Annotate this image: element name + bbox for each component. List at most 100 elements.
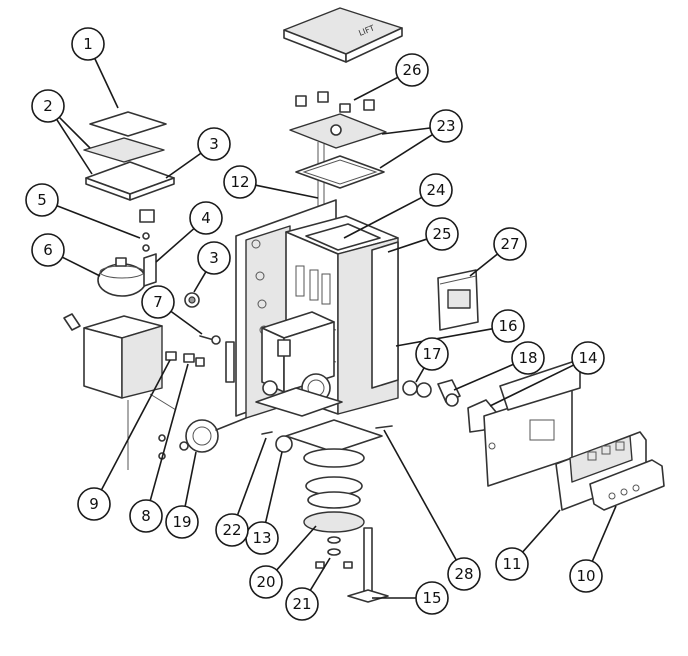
leader-line-12: [255, 184, 319, 199]
callout-number-9: 9: [89, 495, 99, 513]
leader-line-2-2: [56, 118, 93, 175]
callout-number-6: 6: [43, 241, 53, 259]
leader-line-20: [276, 525, 317, 571]
callout-circle-24: [419, 173, 453, 207]
callout-number-7: 7: [153, 293, 163, 311]
callout-number-8: 8: [141, 507, 151, 525]
fitting-5: [139, 209, 155, 252]
callout-circle-12: [223, 165, 257, 199]
callout-circle-15: [415, 581, 449, 615]
callout-number-17: 17: [422, 345, 441, 363]
burner-19: [158, 417, 247, 460]
plate-1: [89, 111, 167, 137]
callout-number-23: 23: [436, 117, 455, 135]
callout-circle-4: [189, 201, 223, 235]
callout-circle-3b: [197, 241, 231, 275]
callout-circle-7: [141, 285, 175, 319]
control-module-27: [437, 269, 479, 331]
front-panel: [483, 361, 581, 487]
leader-line-3a: [165, 152, 202, 179]
leader-line-25: [387, 238, 428, 253]
callout-number-19: 19: [172, 513, 191, 531]
leader-line-23-2: [379, 133, 433, 169]
callout-number-24: 24: [426, 181, 445, 199]
leader-line-8: [149, 363, 189, 501]
callout-circle-10: [569, 559, 603, 593]
callout-circle-26: [395, 53, 429, 87]
callout-number-10: 10: [576, 567, 595, 585]
pin-22: [261, 431, 273, 435]
leader-line-5: [56, 205, 141, 239]
callout-circle-2: [31, 89, 65, 123]
callout-circle-5: [25, 183, 59, 217]
fittings-8-9: [165, 351, 205, 367]
left-tank: [63, 313, 177, 470]
leader-line-11: [522, 509, 561, 553]
callout-circle-25: [425, 217, 459, 251]
callout-number-18: 18: [518, 349, 537, 367]
leader-line-14: [489, 364, 574, 407]
callout-circle-28: [447, 557, 481, 591]
callout-number-20: 20: [256, 573, 275, 591]
callout-number-22: 22: [222, 521, 241, 539]
gasket-upper: [295, 155, 385, 189]
leader-line-9: [100, 359, 171, 491]
leader-line-19: [184, 451, 197, 507]
leader-line-24: [343, 196, 423, 239]
callout-number-12: 12: [230, 173, 249, 191]
expansion-vessel-6: [97, 257, 147, 297]
leader-line-7: [170, 310, 203, 335]
leader-line-26: [353, 76, 399, 101]
leader-line-16: [395, 328, 493, 347]
valve-18: [437, 379, 461, 407]
leader-line-6: [61, 256, 101, 277]
rod-15: [347, 527, 389, 603]
callout-number-15: 15: [422, 589, 441, 607]
callout-circle-19: [165, 505, 199, 539]
callout-number-14: 14: [578, 349, 597, 367]
control-panel-11: [555, 431, 647, 511]
leader-line-3b: [193, 271, 207, 293]
leader-line-17: [415, 367, 425, 383]
leader-line-27: [469, 253, 499, 277]
callout-circle-3a: [197, 127, 231, 161]
callout-number-5: 5: [37, 191, 47, 209]
callout-circle-27: [493, 227, 527, 261]
leader-line-23-1: [381, 127, 431, 135]
tray-3: [85, 161, 175, 201]
callout-number-25: 25: [432, 225, 451, 243]
callout-circle-17: [415, 337, 449, 371]
callout-circle-6: [31, 233, 65, 267]
leader-line-13: [264, 451, 283, 523]
callout-number-11: 11: [502, 555, 521, 573]
leader-line-2-1: [58, 116, 91, 149]
seal-17: [402, 380, 432, 398]
callout-circle-9: [77, 487, 111, 521]
callout-number-28: 28: [454, 565, 473, 583]
clips: [295, 91, 375, 113]
callout-circle-20: [249, 565, 283, 599]
leader-line-4: [155, 227, 195, 263]
gasket-stack: [285, 419, 383, 569]
leader-line-18: [453, 363, 514, 391]
leader-line-10: [591, 505, 617, 562]
leader-line-28: [383, 429, 457, 561]
callout-number-26: 26: [402, 61, 421, 79]
filter-plate-2: [83, 137, 165, 163]
leader-line-22: [236, 437, 267, 516]
callout-circle-16: [491, 309, 525, 343]
front-cover-10: [589, 459, 665, 511]
callout-circle-23: [429, 109, 463, 143]
callout-number-3a: 3: [209, 135, 219, 153]
leader-line-21: [309, 557, 331, 591]
callout-circle-22: [215, 513, 249, 547]
callout-circle-8: [129, 499, 163, 533]
main-chassis: [225, 199, 399, 419]
callout-circle-18: [511, 341, 545, 375]
callout-circle-1: [71, 27, 105, 61]
callout-number-3b: 3: [209, 249, 219, 267]
callout-circle-11: [495, 547, 529, 581]
